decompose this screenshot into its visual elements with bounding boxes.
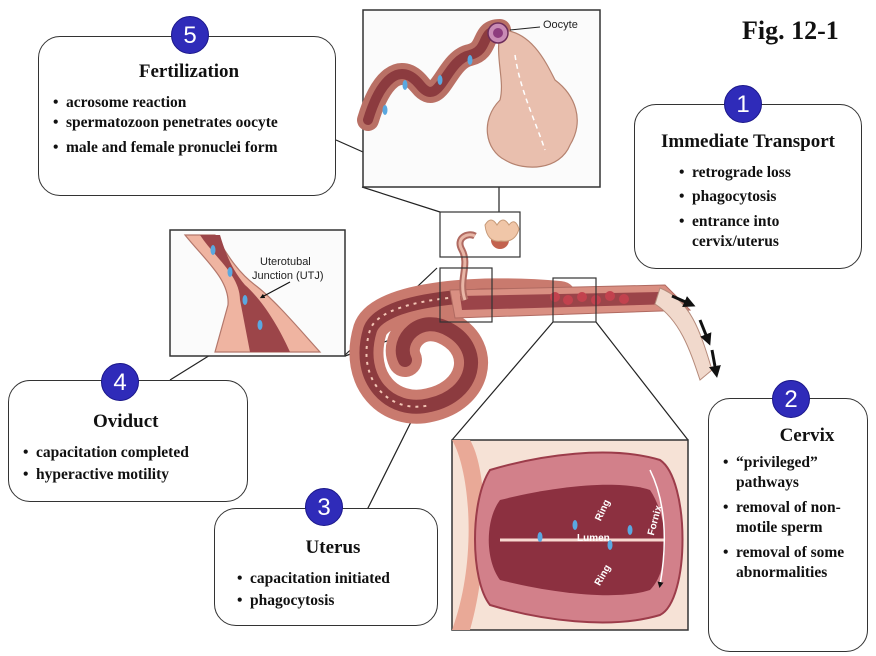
step-badge-4: 4 (101, 363, 139, 401)
list-item: male and female pronuclei form (53, 138, 325, 159)
list-item: acrosome reaction (53, 93, 325, 114)
cervix-title: Cervix (779, 425, 835, 446)
list-item: capacitation initiated (237, 569, 429, 590)
fertilization-title: Fertilization (138, 61, 240, 82)
uterus-box: Uterus capacitation initiated phagocytos… (214, 508, 438, 626)
list-item: “privileged” pathways (723, 453, 846, 494)
cervix-tube (449, 284, 721, 381)
step-badge-5: 5 (171, 16, 209, 54)
figure-label: Fig. 12-1 (742, 16, 839, 45)
cervix-inset (451, 439, 689, 631)
list-item: phagocytosis (237, 591, 429, 612)
list-item: phagocytosis (679, 187, 853, 208)
list-item: retrograde loss (679, 163, 853, 184)
immediate-transport-title: Immediate Transport (661, 131, 835, 152)
list-item: removal of some abnormalities (723, 543, 858, 584)
list-item: removal of non-motile sperm (723, 498, 846, 539)
zoom-rectangles (439, 211, 597, 323)
utj-inset (169, 229, 346, 357)
fertilization-box: Fertilization acrosome reaction spermato… (38, 36, 336, 196)
list-item: hyperactive motility (23, 465, 239, 486)
step-badge-3: 3 (305, 488, 343, 526)
step-badge-2: 2 (772, 380, 810, 418)
cervix-box: Cervix “privileged” pathways removal of … (708, 398, 868, 652)
list-item: spermatozoon penetrates oocyte (53, 113, 325, 134)
oviduct-title: Oviduct (93, 411, 159, 432)
step-badge-1: 1 (724, 85, 762, 123)
uterus-title: Uterus (305, 537, 361, 558)
oviduct-small (456, 219, 520, 302)
oviduct-box: Oviduct capacitation completed hyperacti… (8, 380, 248, 502)
utj-label-line2: Junction (UTJ) (252, 270, 324, 282)
list-item: capacitation completed (23, 443, 239, 464)
lumen-label: Lumen (577, 533, 610, 544)
fertilization-inset (357, 9, 601, 188)
immediate-transport-box: Immediate Transport retrograde loss phag… (634, 104, 862, 269)
oocyte-label: Oocyte (543, 19, 578, 31)
list-item: entrance into cervix/uterus (679, 212, 822, 253)
utj-label-line1: Uterotubal (260, 256, 311, 268)
